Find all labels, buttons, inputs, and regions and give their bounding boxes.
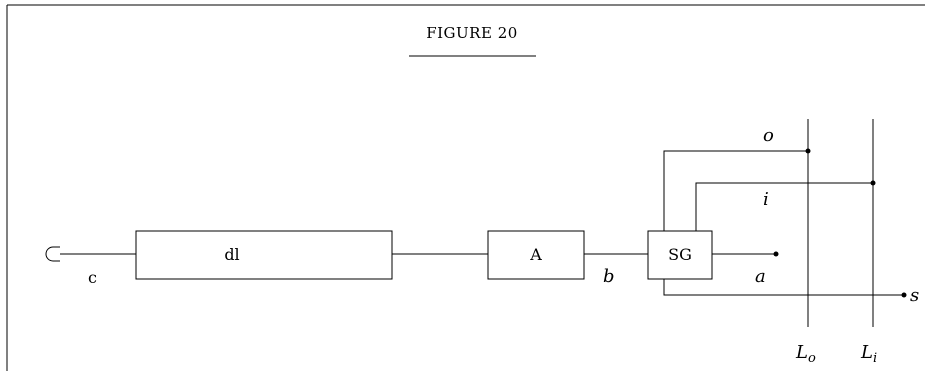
signal-a-label: a — [755, 266, 766, 287]
line-li-sub: i — [873, 351, 877, 366]
signal-b-label: b — [603, 266, 615, 287]
line-lo-label: Lo — [795, 342, 816, 366]
signal-s-label: s — [910, 285, 919, 306]
amplifier-label: A — [529, 245, 542, 264]
output-s-dot — [901, 292, 907, 298]
amplifier-box — [487, 230, 585, 280]
sg-label: SG — [668, 245, 692, 264]
sg-box — [647, 230, 713, 280]
delay-line-label: dl — [224, 245, 239, 264]
delay-line-box — [135, 230, 393, 280]
line-lo-main: L — [795, 342, 808, 363]
wire-output-o — [663, 150, 808, 231]
signal-i-label: i — [763, 189, 769, 210]
line-li-label: Li — [860, 342, 877, 366]
wire-output-s — [663, 279, 904, 296]
signal-c-label: c — [88, 268, 97, 287]
wire-output-i — [695, 182, 873, 231]
signal-o-label: o — [763, 125, 774, 146]
line-li-main: L — [860, 342, 873, 363]
line-lo-sub: o — [808, 351, 816, 366]
input-connector-icon — [45, 246, 60, 262]
output-a-dot — [773, 251, 779, 257]
figure-title: FIGURE 20 — [426, 24, 518, 42]
